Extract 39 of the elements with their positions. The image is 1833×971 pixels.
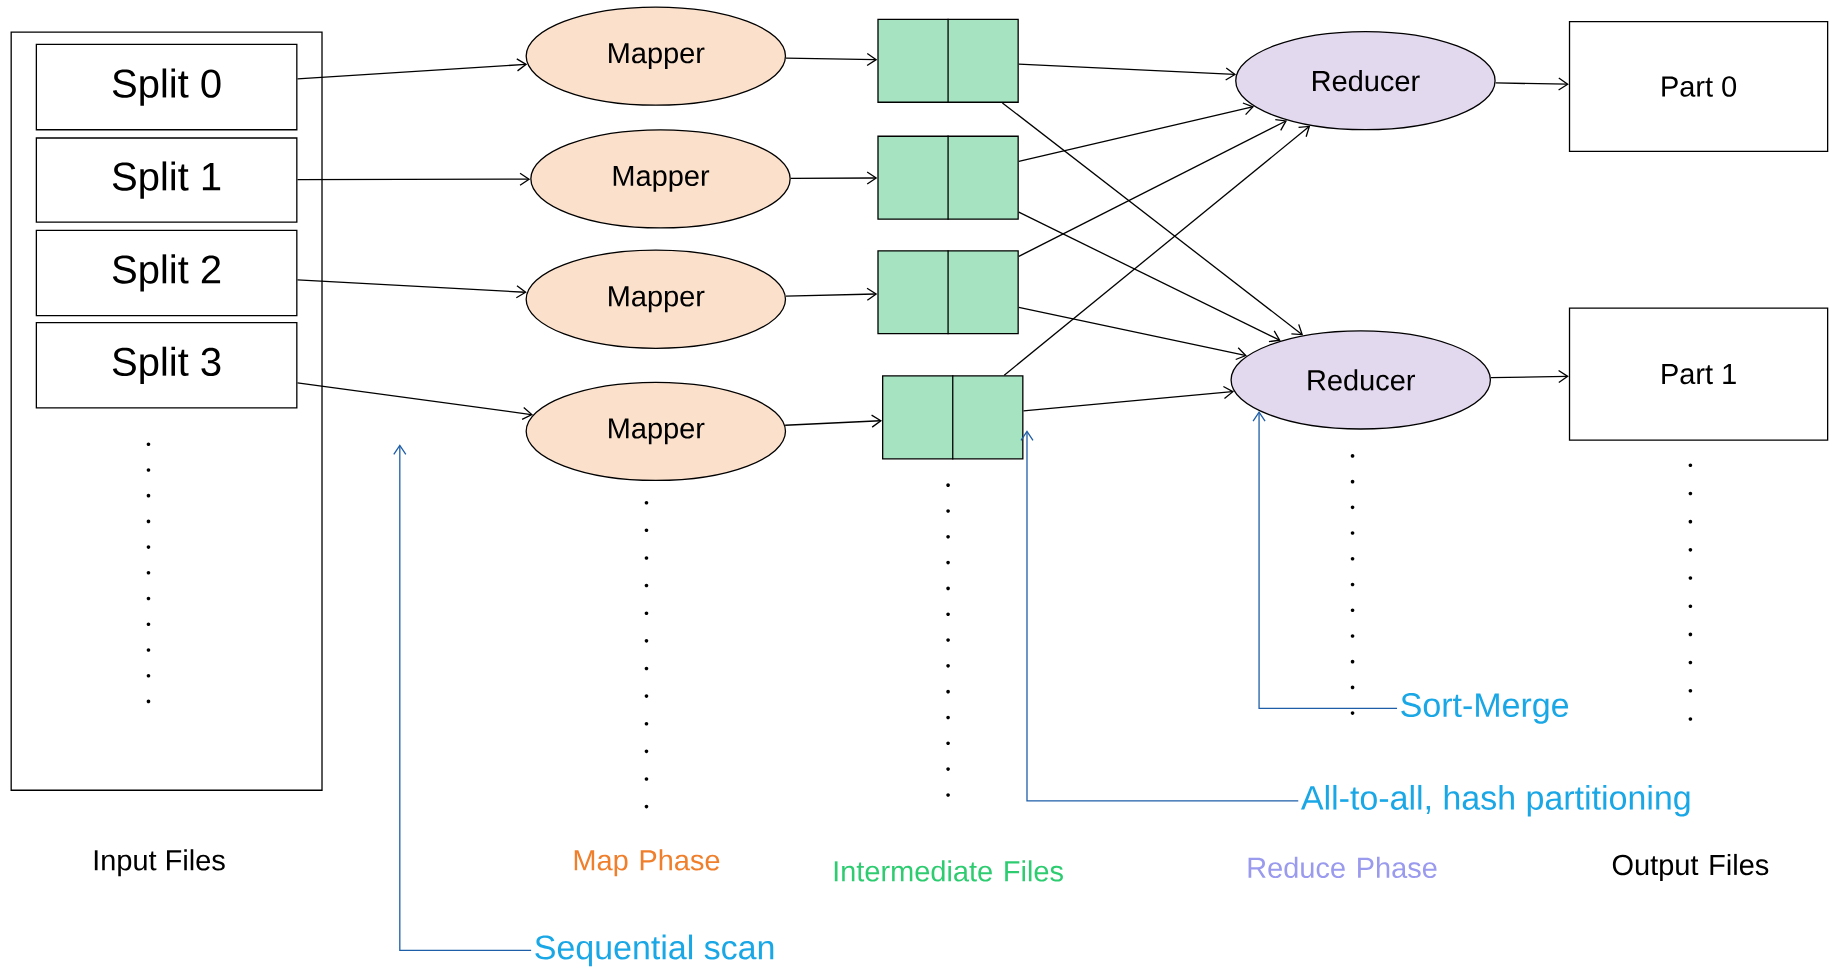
- file-box: [877, 134, 1019, 221]
- phase-label: Intermediate Files: [834, 860, 1063, 882]
- split-box: Split 3: [35, 321, 298, 409]
- leader-text: Sort-Merge: [1401, 692, 1569, 724]
- arrow: [1018, 211, 1281, 343]
- output-box: Part 1: [1568, 307, 1829, 441]
- arrow: [1022, 385, 1235, 412]
- arrow: [784, 414, 883, 428]
- leader-text: All-to-all, hash partitioning: [1300, 784, 1690, 817]
- split-box: Split 1: [35, 137, 298, 223]
- arrow: [296, 279, 527, 299]
- arrow: [1494, 77, 1569, 91]
- arrow: [1018, 118, 1288, 257]
- leader-text: Sequential scan: [535, 934, 774, 966]
- leader-arrow: [1252, 410, 1398, 709]
- arrow: [296, 382, 533, 420]
- node-label: Input Files: [94, 849, 225, 877]
- arrow: [1018, 63, 1237, 81]
- arrow: [1018, 102, 1255, 162]
- file-box: [877, 17, 1019, 104]
- arrow: [296, 172, 531, 186]
- phase-label: Map Phase: [574, 849, 720, 876]
- arrow: [790, 171, 878, 185]
- arrow: [1003, 125, 1311, 376]
- arrow: [1018, 306, 1247, 360]
- split-box: Split 2: [35, 229, 298, 317]
- phase-label: Output Files: [1612, 853, 1769, 881]
- split-box: Split 0: [35, 43, 298, 131]
- phase-label: Reduce Phase: [1248, 856, 1437, 878]
- file-box: [882, 374, 1024, 460]
- arrow: [1490, 369, 1569, 383]
- arrow: [296, 58, 528, 80]
- leader-arrow: [1020, 430, 1299, 802]
- arrow: [785, 52, 878, 66]
- output-box: Part 0: [1568, 20, 1829, 152]
- arrow: [1001, 102, 1304, 336]
- arrow: [785, 287, 878, 301]
- file-box: [877, 249, 1019, 335]
- leader-arrow: [393, 444, 532, 951]
